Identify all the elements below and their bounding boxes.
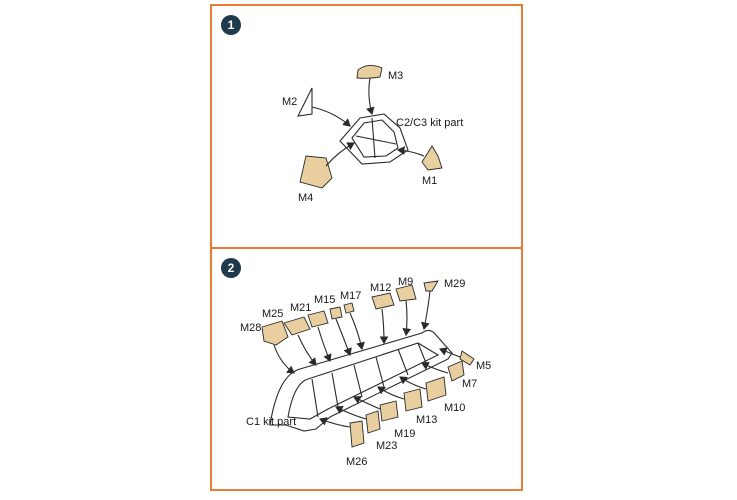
mask-m13: [403, 388, 423, 412]
mask-m15: [329, 306, 343, 320]
step-1-panel: 1 M3 M2 C2/C3 kit part M4 M1: [210, 4, 523, 249]
step-1-badge: 1: [221, 15, 241, 35]
canopy-kit-part: [339, 113, 409, 165]
mask-m23: [365, 410, 381, 434]
mask-m25: [283, 316, 311, 336]
label-m1: M1: [422, 175, 437, 187]
label-m23: M23: [376, 440, 397, 452]
label-m29: M29: [444, 278, 465, 290]
mask-m21: [307, 310, 329, 328]
canopy-kit-part-c1: [269, 329, 453, 432]
mask-m9: [395, 284, 417, 302]
label-m13: M13: [416, 414, 437, 426]
mask-m4: [299, 155, 333, 189]
step-2-panel: 2: [210, 247, 523, 491]
mask-m29: [423, 280, 439, 292]
mask-m10: [425, 376, 447, 402]
label-m21: M21: [290, 302, 311, 314]
label-m9: M9: [398, 276, 413, 288]
label-m7: M7: [462, 378, 477, 390]
label-m17: M17: [340, 290, 361, 302]
label-m10: M10: [444, 402, 465, 414]
mask-m3: [356, 65, 383, 79]
label-m19: M19: [394, 428, 415, 440]
label-m5: M5: [476, 360, 491, 372]
label-m15: M15: [314, 294, 335, 306]
mask-m12: [371, 292, 395, 310]
label-m25: M25: [262, 308, 283, 320]
mask-m1: [421, 145, 443, 171]
mask-m7: [447, 360, 465, 382]
step-2-diagram: M28 M25 M21 M15 M17 M12 M9 M29 M5 M7 M10…: [240, 276, 491, 468]
mask-m26: [349, 420, 365, 448]
mask-m2: [297, 87, 313, 117]
mask-m28: [261, 320, 289, 346]
mask-m5: [459, 350, 475, 366]
label-m26: M26: [346, 456, 367, 468]
label-c2-c3-kit-part: C2/C3 kit part: [396, 117, 463, 129]
step-1-diagram: M3 M2 C2/C3 kit part M4 M1: [282, 65, 463, 204]
label-m12: M12: [370, 282, 391, 294]
mask-m19: [379, 400, 399, 422]
label-c1-kit-part: C1 kit part: [246, 416, 296, 428]
label-m4: M4: [298, 192, 313, 204]
step-2-badge: 2: [221, 258, 241, 278]
mask-m17: [343, 302, 355, 314]
label-m2: M2: [282, 96, 297, 108]
label-m3: M3: [388, 70, 403, 82]
label-m28: M28: [240, 322, 261, 334]
